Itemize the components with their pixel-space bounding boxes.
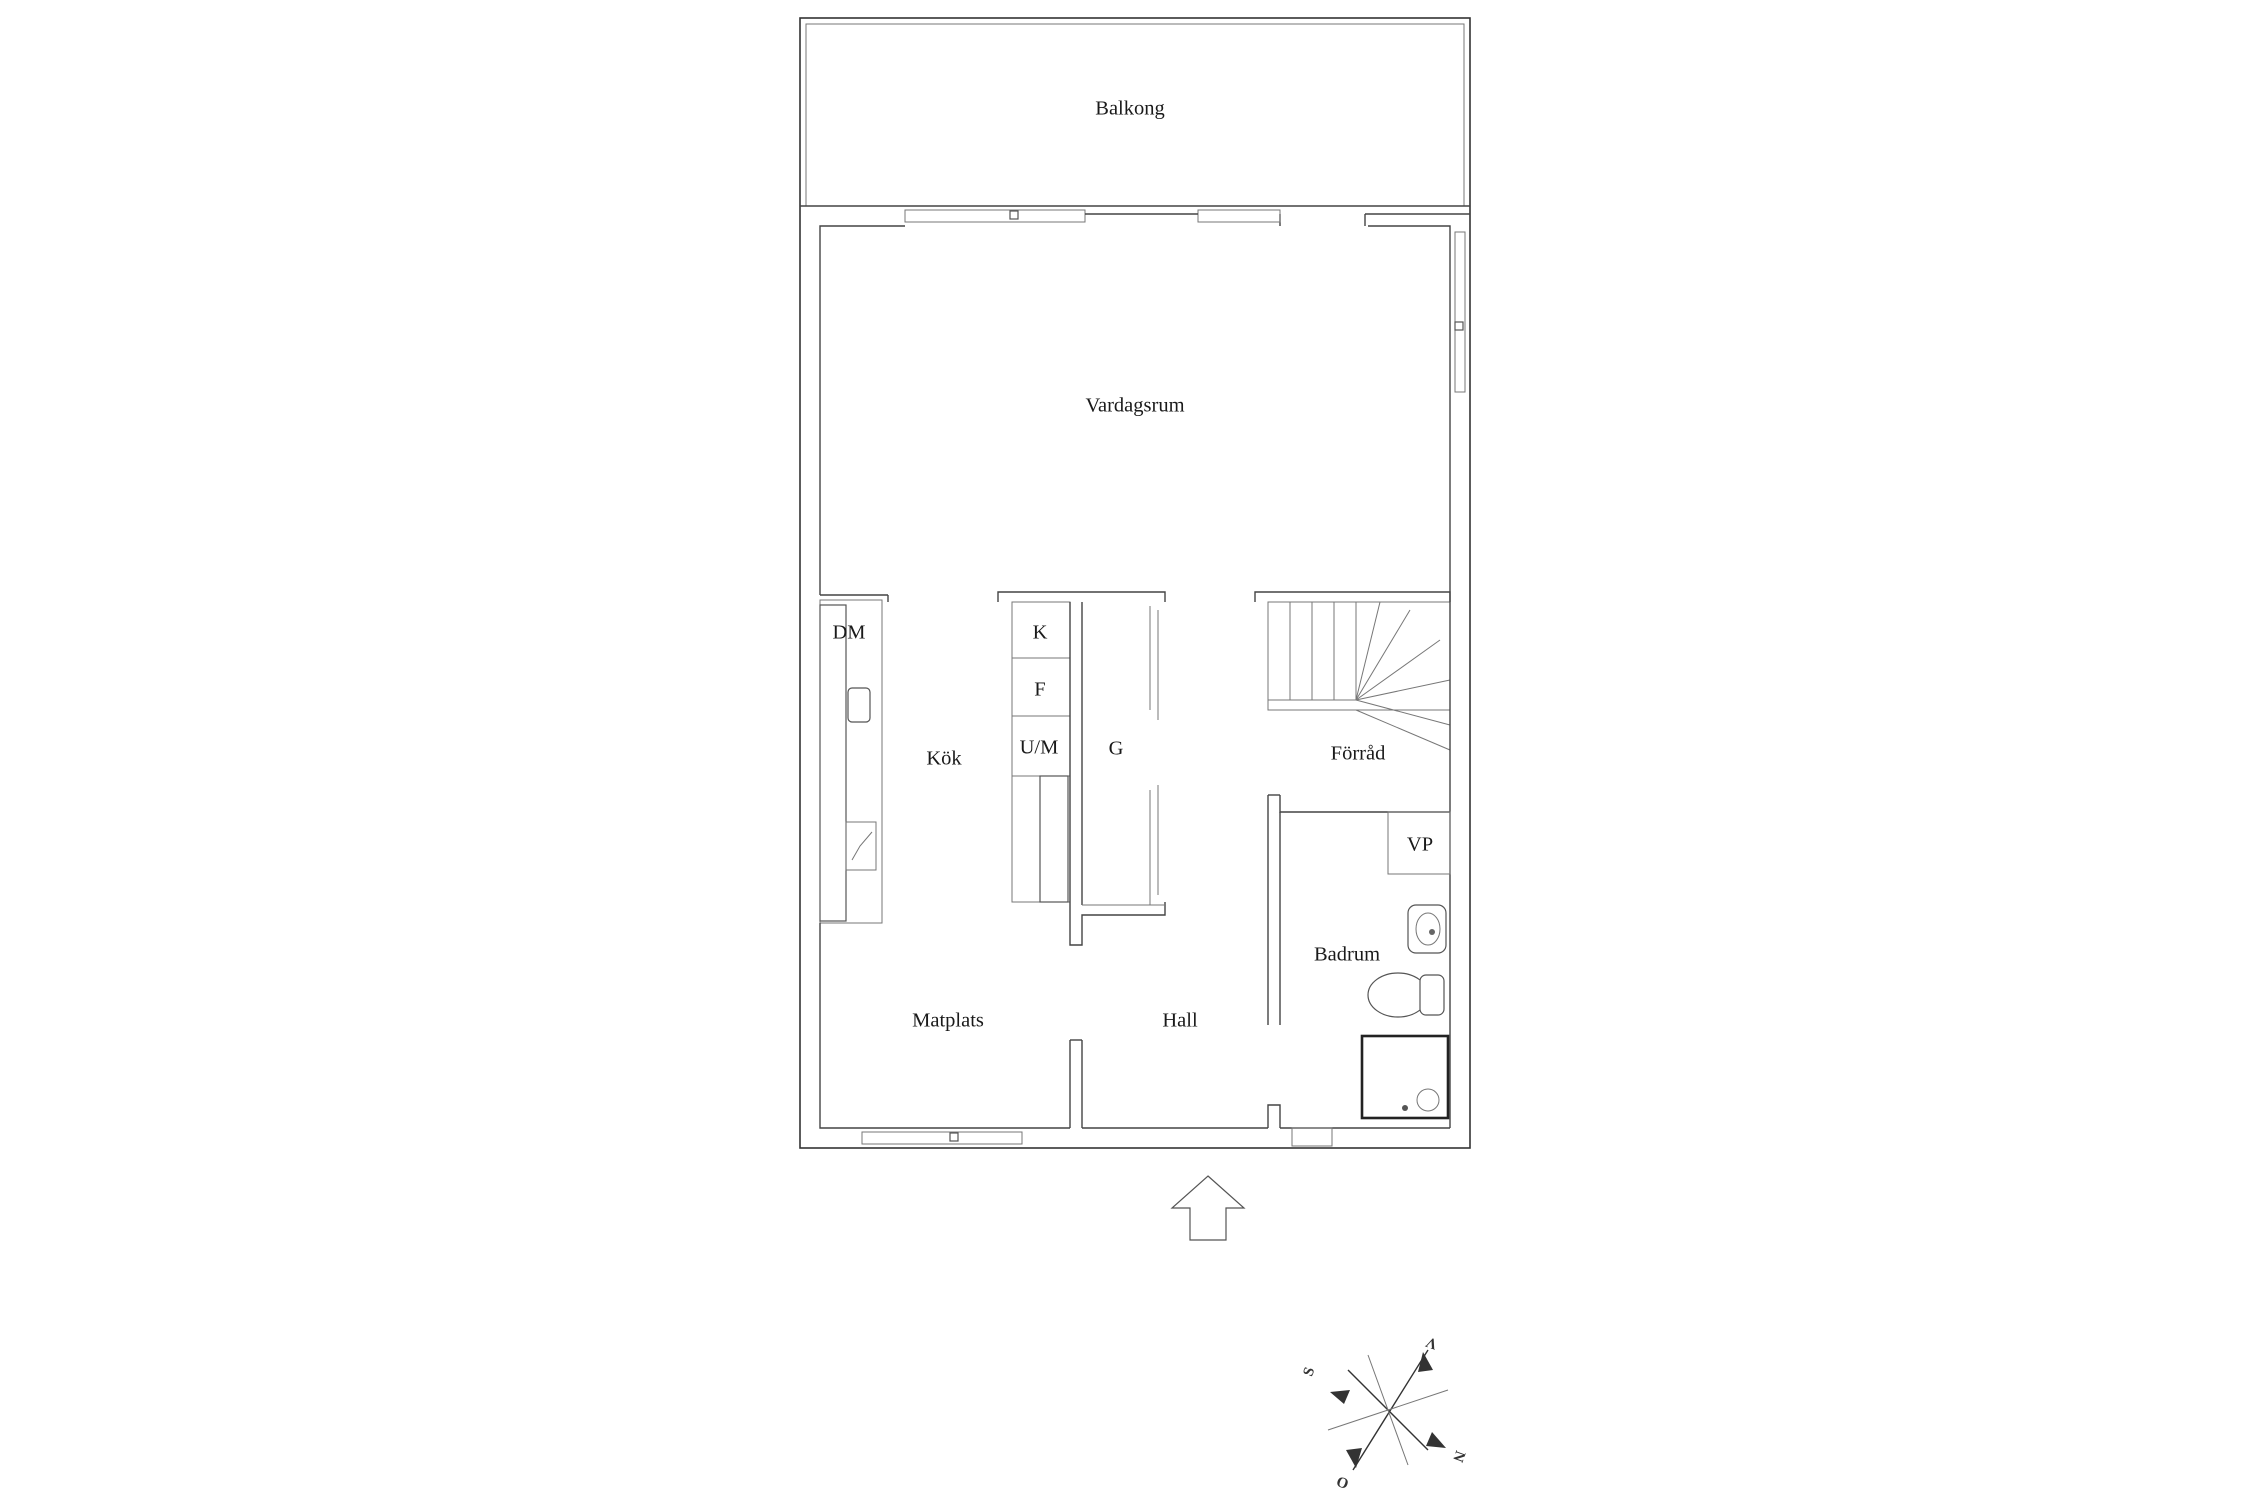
room-label-badrum: Badrum — [1314, 944, 1380, 966]
room-label-forrad: Förråd — [1331, 743, 1386, 765]
compass-label-n: N — [1449, 1448, 1468, 1464]
balcony-windows — [904, 209, 1466, 393]
compass-label-o: O — [1334, 1474, 1350, 1493]
fixture-label-um: U/M — [1020, 737, 1059, 759]
living-room-walls — [819, 213, 1470, 600]
fixture-label-g: G — [1109, 738, 1124, 760]
lower-walls — [819, 923, 1450, 1147]
room-label-hall: Hall — [1162, 1010, 1198, 1032]
compass-label-v: V — [1424, 1333, 1440, 1352]
compass-rose-icon — [1327, 1349, 1449, 1471]
fixture-label-dm: DM — [832, 622, 865, 644]
room-label-balkong: Balkong — [1095, 98, 1164, 120]
outer-wall — [799, 17, 1471, 1149]
room-label-vardagsrum: Vardagsrum — [1085, 395, 1184, 417]
compass-label-s: S — [1301, 1365, 1319, 1378]
entrance-arrow-icon — [1170, 1175, 1246, 1241]
bathroom-walls — [1267, 600, 1451, 1128]
fixture-label-f: F — [1034, 679, 1045, 701]
kitchen-cabinets — [997, 591, 1166, 903]
fixture-label-k: K — [1033, 622, 1048, 644]
kitchen-counter — [819, 594, 889, 924]
staircase — [1254, 591, 1451, 751]
room-label-matplats: Matplats — [912, 1010, 984, 1032]
bathroom-fixtures — [1360, 904, 1450, 1120]
fixture-label-vp: VP — [1407, 834, 1433, 856]
room-label-kok: Kök — [926, 748, 962, 770]
wardrobe — [1069, 602, 1166, 946]
